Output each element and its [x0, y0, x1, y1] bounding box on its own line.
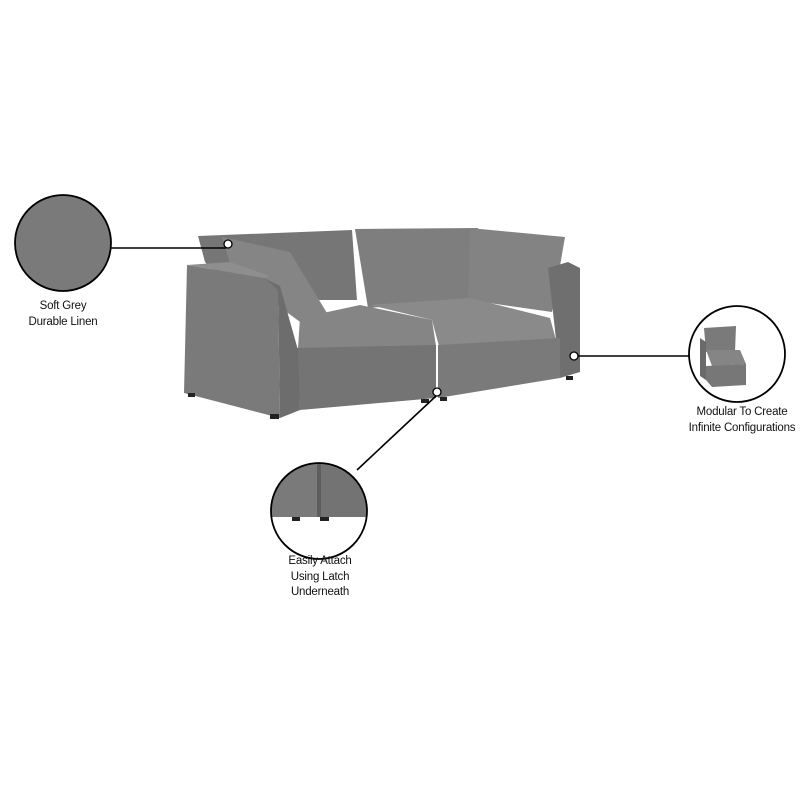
caption-fabric: Soft Grey Durable Linen	[28, 299, 97, 330]
caption-line: Soft Grey	[39, 300, 87, 312]
armless-chair-thumbnail	[700, 326, 746, 387]
callout-fabric	[14, 194, 233, 292]
caption-modular: Modular To Create Infinite Configuration…	[689, 405, 796, 436]
caption-line: Infinite Configurations	[688, 421, 796, 434]
caption-latch: Easily Attach Using Latch Underneath	[288, 554, 351, 601]
caption-line: Durable Linen	[28, 315, 98, 328]
sofa-image	[184, 228, 580, 419]
caption-line: Modular To Create	[696, 406, 788, 418]
caption-line: Using Latch	[290, 570, 350, 583]
fabric-swatch-circle	[14, 194, 112, 292]
latch-detail-image	[271, 463, 367, 559]
caption-line: Underneath	[290, 586, 350, 598]
callout-latch	[270, 387, 442, 560]
callout-modular	[569, 305, 786, 403]
caption-line: Easily Attach	[288, 555, 352, 567]
